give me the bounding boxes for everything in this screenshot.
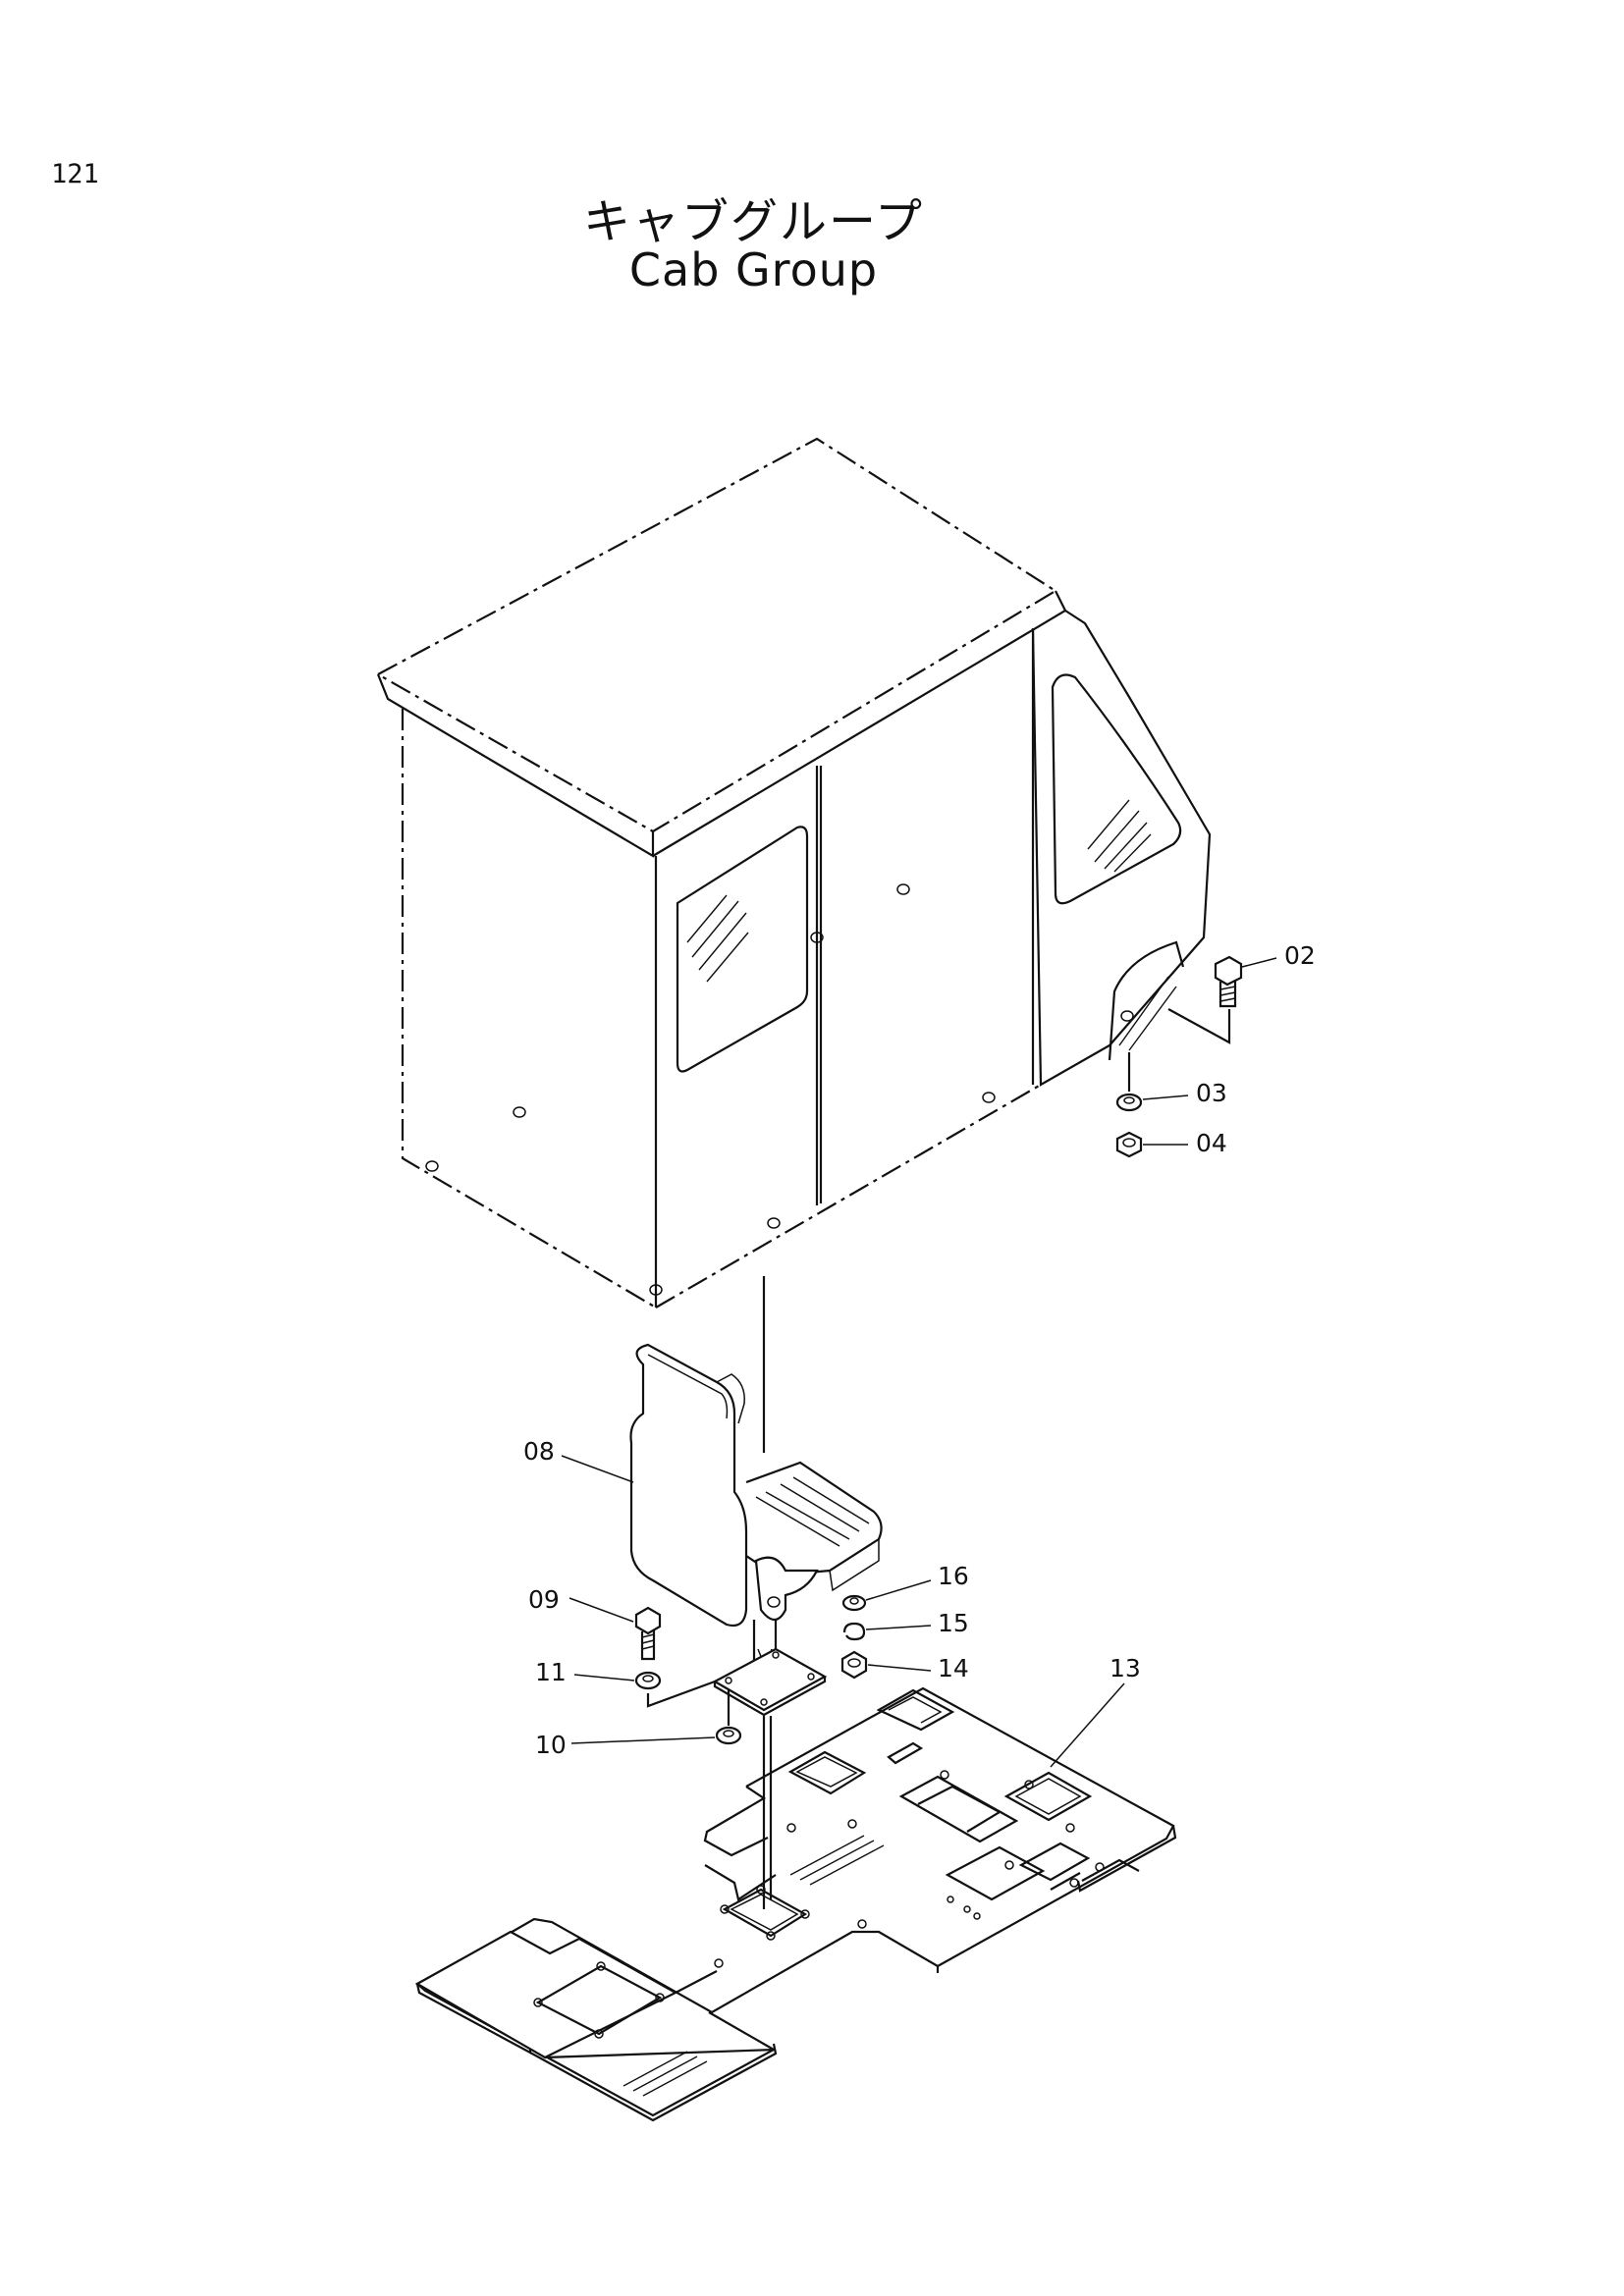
callout-08: 08 (523, 1437, 555, 1466)
nut-04 (1115, 1131, 1188, 1158)
floor-mat-13 (414, 1682, 1177, 2122)
bolt-09 (568, 1597, 662, 1661)
callout-16: 16 (938, 1562, 969, 1590)
callout-09: 09 (528, 1585, 560, 1614)
title-japanese: キャブグループ (582, 194, 925, 249)
bolt-02 (1167, 955, 1277, 1044)
callout-04: 04 (1196, 1129, 1227, 1157)
callout-15: 15 (938, 1609, 969, 1637)
cab-assembly (375, 437, 1212, 1308)
seat-08 (561, 1276, 883, 1717)
callout-02: 02 (1284, 941, 1316, 970)
spring-washer-15 (842, 1622, 932, 1641)
callout-03: 03 (1196, 1079, 1227, 1107)
title-english: Cab Group (628, 243, 879, 296)
page-number: 121 (51, 159, 99, 189)
nut-14 (840, 1650, 932, 1680)
callout-10: 10 (535, 1731, 567, 1759)
washer-03 (1115, 1052, 1189, 1112)
callout-14: 14 (938, 1654, 969, 1682)
callout-13: 13 (1110, 1654, 1141, 1682)
washer-10 (570, 1690, 742, 1745)
washer-16 (841, 1579, 932, 1612)
callout-11: 11 (535, 1658, 567, 1686)
washer-11 (573, 1671, 716, 1708)
